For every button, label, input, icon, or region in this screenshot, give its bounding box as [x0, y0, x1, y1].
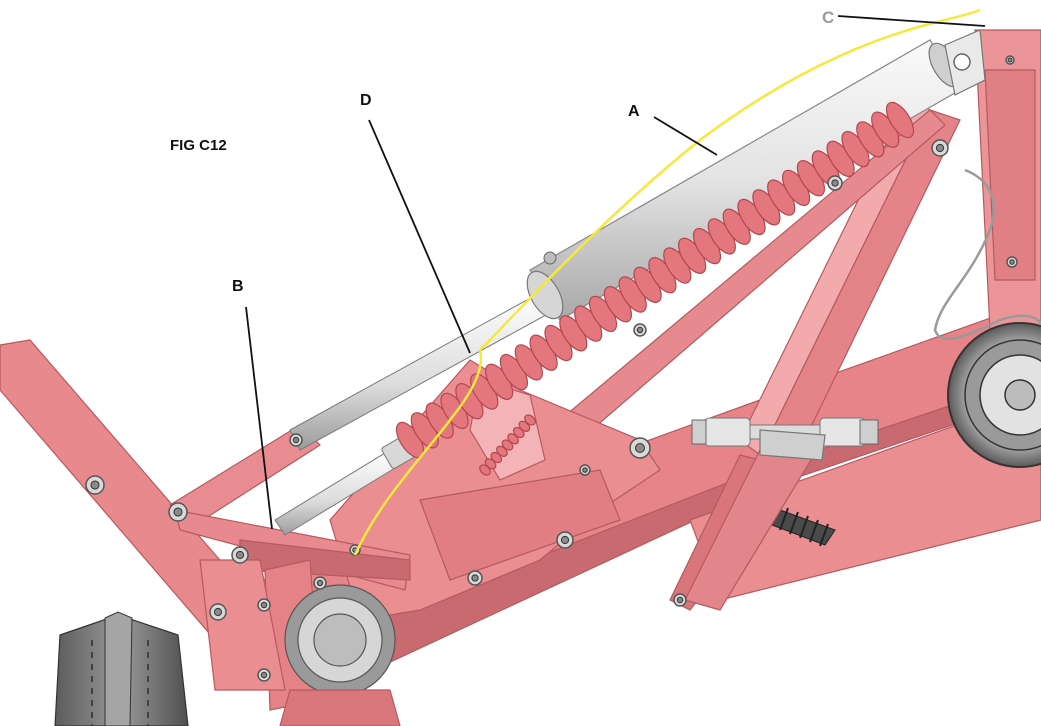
figure-title: FIG C12: [170, 137, 227, 154]
pivot-bolt-centre: [235, 550, 245, 560]
disc-wheel: [947, 322, 1041, 468]
vertical-strut: [684, 429, 826, 611]
tine: [54, 611, 189, 726]
leader-a: [653, 116, 718, 156]
hydraulic-cylinder: [289, 29, 986, 451]
pivot-bolt-centre: [635, 443, 645, 453]
pivot-bolt-centre: [831, 179, 839, 187]
pivot-bolt-centre: [1007, 57, 1013, 63]
pivot-bolt-centre: [173, 507, 183, 517]
pivot-bolt-centre: [316, 579, 324, 587]
pivot-bolt-centre: [582, 467, 588, 473]
callout-label-d: D: [360, 92, 372, 109]
callout-label-b: B: [232, 278, 244, 295]
compression-spring: [395, 101, 915, 459]
pivot-bolt-centre: [935, 143, 945, 153]
pivot-bolt-centre: [560, 535, 570, 545]
pivot-bolt-centre: [90, 480, 100, 490]
callout-label-a: A: [628, 103, 640, 120]
pivot-bolt-centre: [1009, 259, 1015, 265]
leader-d: [368, 119, 471, 354]
spring-coil: [885, 101, 915, 139]
pivot-bolt-centre: [260, 671, 268, 679]
adjuster-bolt: [691, 417, 879, 447]
spring-coil: [524, 414, 536, 426]
leader-b: [245, 306, 273, 530]
yellow-cable: [353, 8, 981, 556]
pivot-bolt-centre: [260, 601, 268, 609]
wire-loop: [933, 168, 1041, 340]
pivot-bolt-centre: [676, 596, 684, 604]
pivot-hub: [279, 584, 401, 726]
callout-label-c: C: [822, 8, 834, 27]
pivot-bolt-centre: [292, 436, 300, 444]
callout-leaders: [245, 15, 986, 530]
pivot-bolts: [85, 55, 1018, 682]
centre-bracket: [329, 359, 661, 621]
pivot-bolt-centre: [636, 326, 644, 334]
leader-c: [837, 15, 986, 27]
tension-spring: [479, 414, 536, 476]
pivot-bolt-centre: [471, 574, 479, 582]
link-arm-b: [168, 424, 411, 591]
pivot-bolt-centre: [213, 607, 223, 617]
